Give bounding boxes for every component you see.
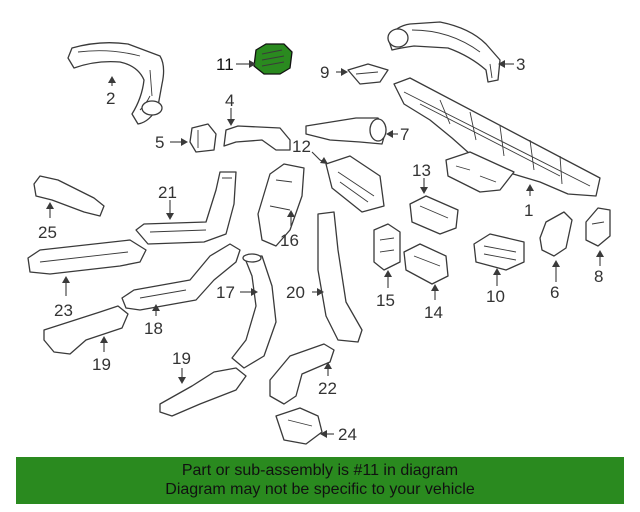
part-16-duct [257, 163, 305, 247]
callout-8: 8 [594, 267, 603, 286]
part-1-dash-structure [393, 77, 601, 197]
callout-15: 15 [376, 291, 395, 310]
part-20-duct [317, 211, 363, 343]
callout-17: 17 [216, 283, 235, 302]
callout-16: 16 [280, 231, 299, 250]
callout-3: 3 [516, 55, 525, 74]
banner-line-1: Part or sub-assembly is #11 in diagram [181, 462, 459, 479]
part-4-duct [223, 125, 291, 151]
part-3-duct [387, 21, 501, 83]
callout-19-upper: 19 [92, 355, 111, 374]
part-9-clip [347, 63, 389, 85]
callout-2: 2 [106, 89, 115, 108]
part-13-vent [409, 195, 459, 235]
part-8-vent [585, 207, 611, 247]
callout-9: 9 [320, 63, 329, 82]
part-21-duct [135, 171, 237, 245]
info-banner: Part or sub-assembly is #11 in diagram D… [16, 457, 624, 504]
callout-11: 11 [216, 55, 234, 74]
part-15-vent [373, 223, 401, 271]
callout-12: 12 [292, 137, 311, 156]
callout-25: 25 [38, 223, 57, 242]
part-23-duct [27, 239, 147, 275]
callout-24: 24 [338, 425, 357, 444]
part-11-vent-highlighted [253, 43, 293, 75]
callout-18: 18 [144, 319, 163, 338]
part-6-duct [539, 211, 573, 257]
part-7-duct [305, 117, 387, 145]
exploded-parts-diagram: 11 2 3 4 5 7 9 1 12 13 16 21 25 23 18 19… [27, 21, 611, 445]
part-14-vent [403, 243, 449, 285]
part-22-duct [269, 343, 335, 405]
callout-7: 7 [400, 125, 409, 144]
callout-21: 21 [158, 183, 177, 202]
part-25-duct [33, 175, 105, 217]
callout-22: 22 [318, 379, 337, 398]
part-17-duct [231, 253, 277, 369]
part-5-bracket [189, 123, 217, 153]
callout-5: 5 [155, 133, 164, 152]
callout-10: 10 [486, 287, 505, 306]
part-18-duct [121, 243, 241, 311]
callout-23: 23 [54, 301, 73, 320]
callout-19-lower: 19 [172, 349, 191, 368]
part-19b-duct [159, 367, 247, 417]
part-19a-duct [43, 305, 129, 355]
callout-4: 4 [225, 91, 234, 110]
callout-labels: 11 2 3 4 5 7 9 1 12 13 16 21 25 23 18 19… [38, 55, 603, 444]
part-12-vent-housing [325, 155, 385, 213]
part-24-vent [275, 407, 323, 445]
callout-13: 13 [412, 161, 431, 180]
leader-lines [46, 60, 604, 438]
callout-6: 6 [550, 283, 559, 302]
callout-1: 1 [524, 201, 533, 220]
part-2-duct [67, 42, 165, 125]
part-10-vent [473, 233, 525, 271]
callout-14: 14 [424, 303, 443, 322]
banner-line-2: Diagram may not be specific to your vehi… [165, 481, 475, 498]
callout-20: 20 [286, 283, 305, 302]
